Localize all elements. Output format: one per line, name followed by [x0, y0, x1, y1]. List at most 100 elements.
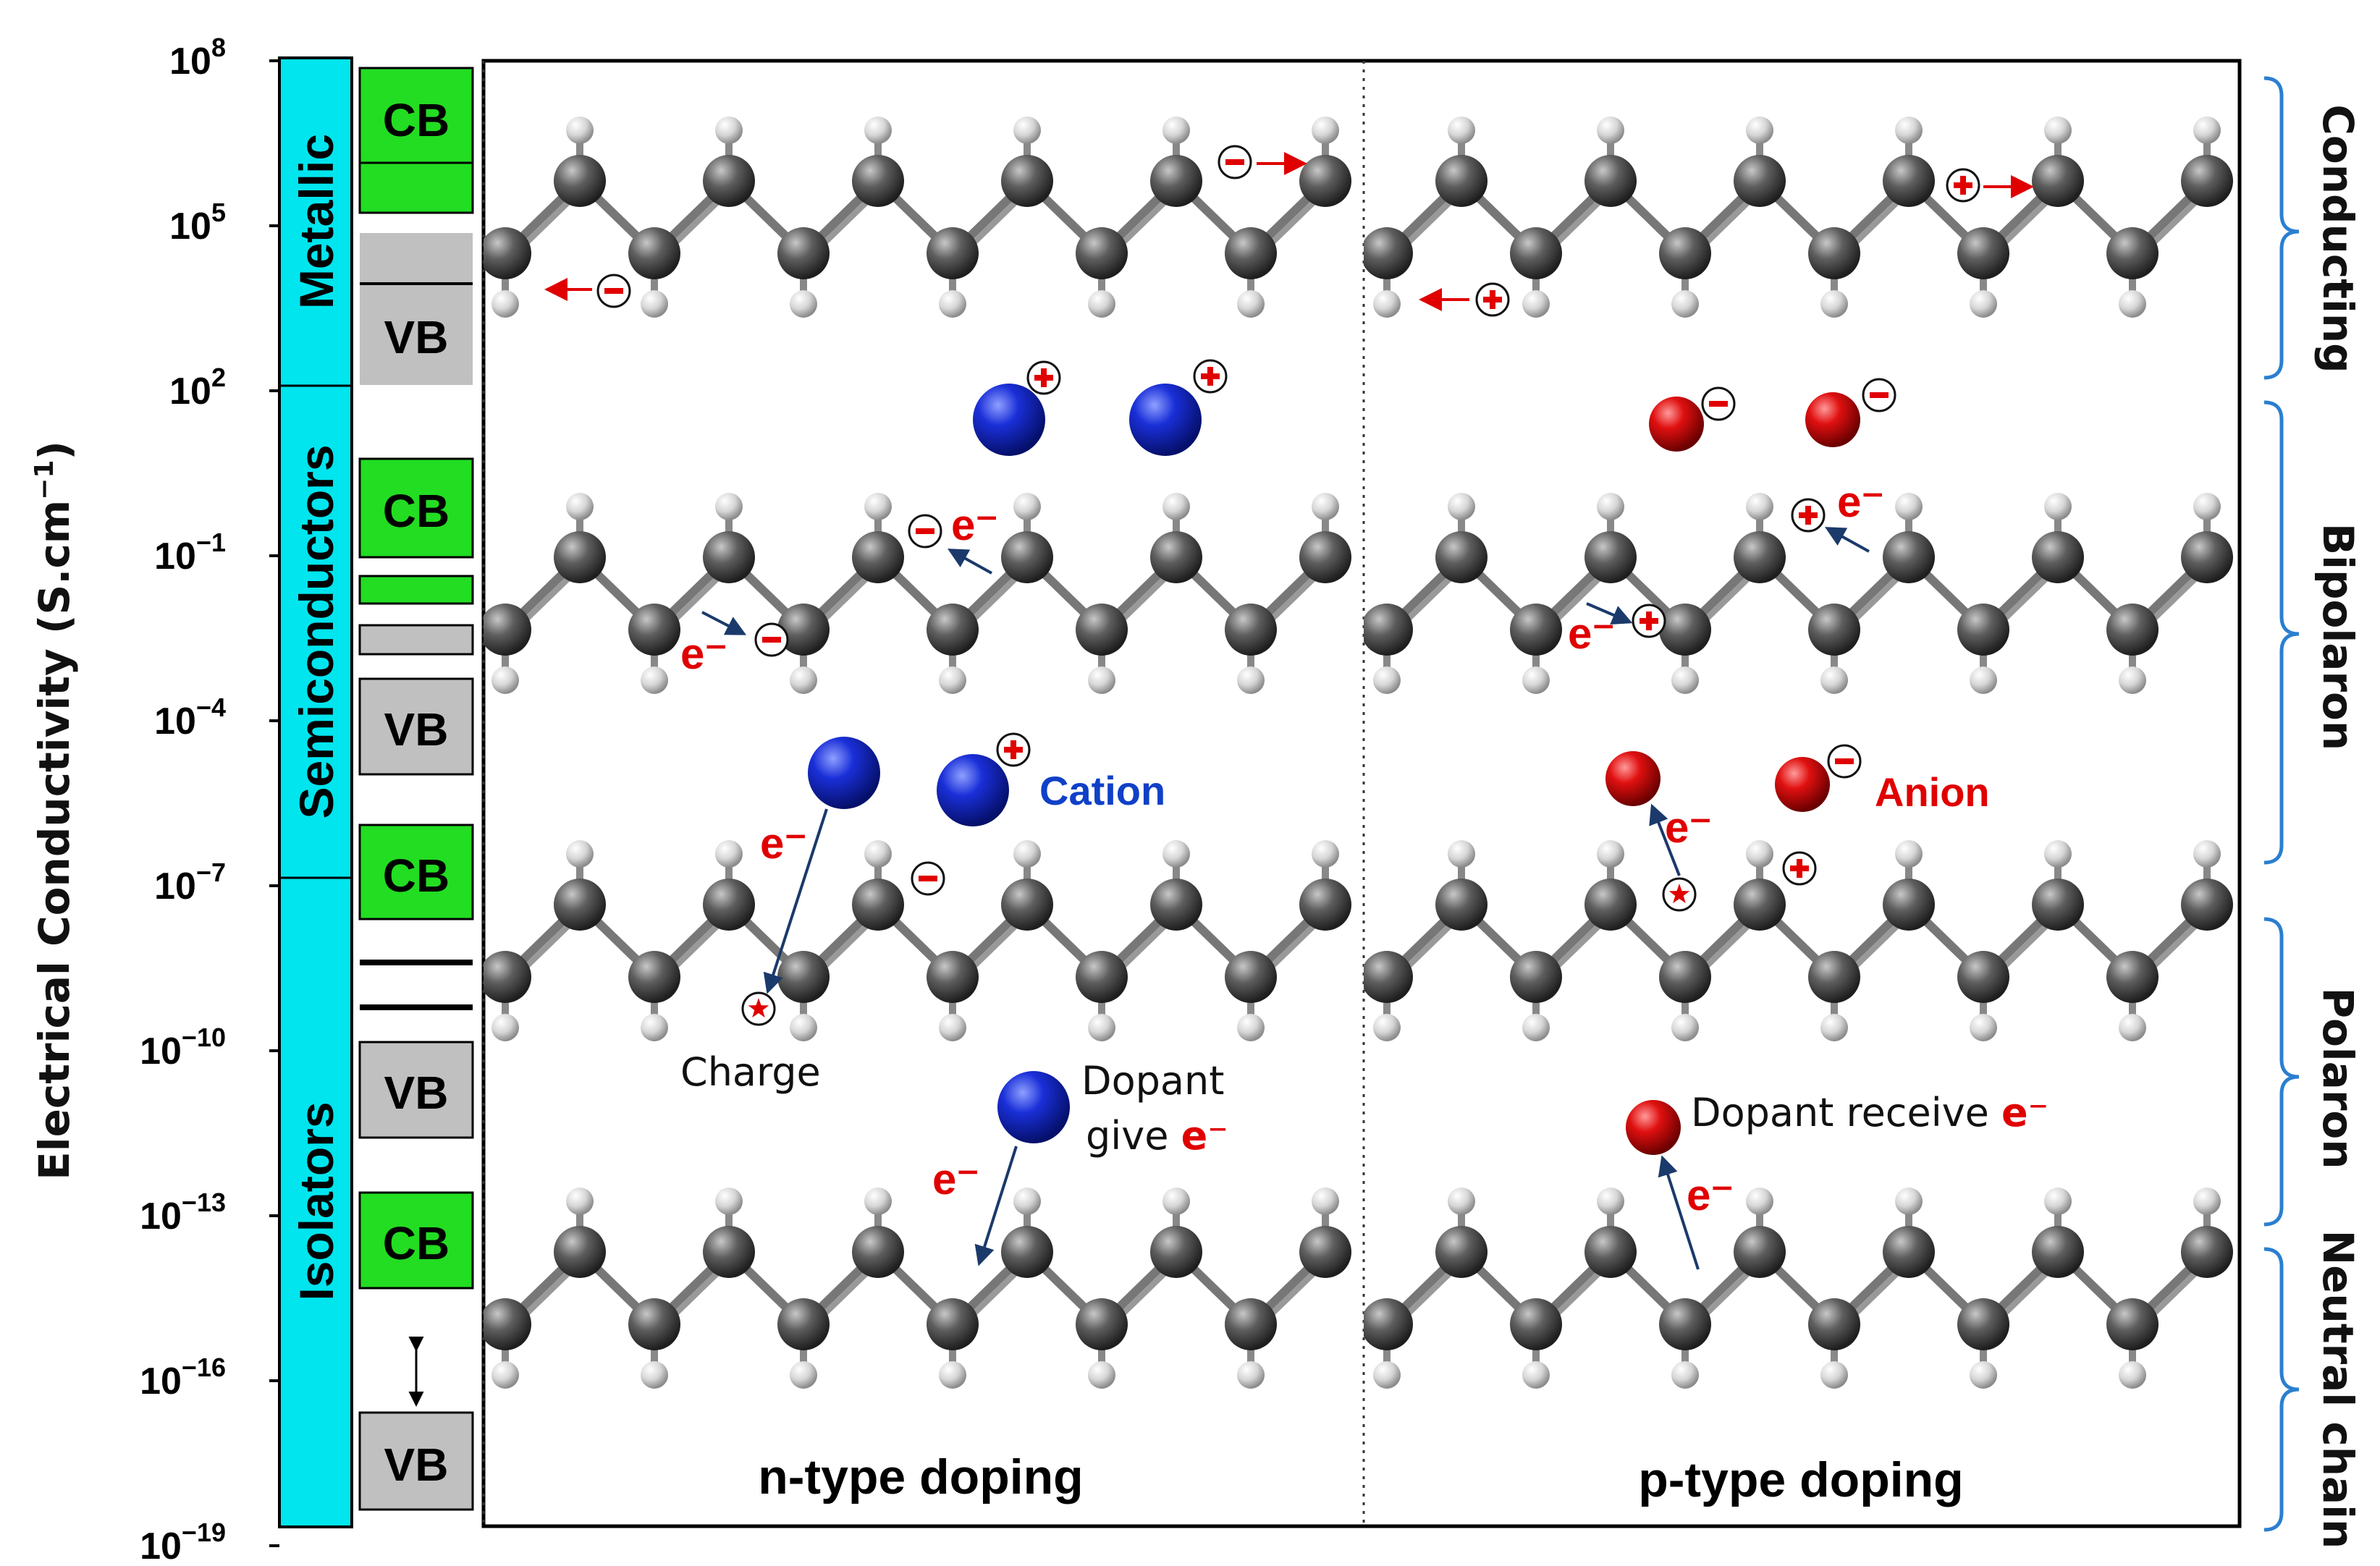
semi-cb-label: CB	[383, 485, 450, 537]
carbon-atom	[628, 604, 680, 656]
carbon-atom	[2181, 155, 2233, 207]
carbon-atom	[1435, 531, 1488, 583]
hydrogen-atom	[1895, 840, 1923, 868]
hydrogen-atom	[715, 493, 743, 520]
negative-charge	[1862, 378, 1896, 412]
carbon-atom	[2106, 604, 2159, 656]
positive-charge	[1946, 168, 1980, 203]
carbon-atom	[1659, 227, 1711, 279]
state-braces: Conducting Bipolaron Polaron Neutral cha…	[2263, 76, 2363, 1549]
carbon-atom	[1150, 879, 1202, 931]
carbon-atom	[1734, 155, 1786, 207]
hydrogen-atom	[566, 493, 594, 520]
hydrogen-atom	[641, 290, 668, 318]
hydrogen-atom	[491, 290, 519, 318]
negative-charge	[1827, 744, 1862, 779]
hydrogen-atom	[1820, 666, 1848, 694]
arrows	[544, 152, 2034, 1270]
hydrogen-atom	[1448, 1188, 1475, 1215]
carbon-atom	[554, 879, 606, 931]
hydrogen-atom	[566, 840, 594, 868]
electron-label: e⁻	[1837, 478, 1884, 526]
negative-charge	[1701, 386, 1736, 421]
carbon-atom	[852, 1226, 904, 1278]
hydrogen-atom	[1746, 117, 1773, 144]
metallic-vb-box	[360, 233, 473, 385]
carbon-atom	[1883, 531, 1935, 583]
polaron-vb-box	[358, 1041, 474, 1139]
carbon-atom	[1734, 1226, 1786, 1278]
insulator-vb-box	[358, 1411, 474, 1511]
carbon-atom	[1659, 604, 1711, 656]
carbon-atom	[1584, 155, 1637, 207]
hydrogen-atom	[1312, 117, 1339, 144]
carbon-atom	[2181, 879, 2233, 931]
hydrogen-atom	[1522, 1014, 1550, 1041]
carbon-atom	[1150, 1226, 1202, 1278]
carbon-atom	[2106, 1298, 2159, 1350]
carbon-atom	[927, 951, 979, 1003]
negative-charge	[911, 861, 945, 896]
carbon-atom	[927, 604, 979, 656]
polaron-label: Polaron	[2313, 987, 2363, 1169]
polaron-cb-box	[358, 824, 474, 920]
charge-star	[1662, 877, 1697, 912]
y-tick-label: 102	[169, 363, 226, 412]
positive-charge	[1026, 360, 1061, 395]
dopant-give-label: Dopant	[1081, 1058, 1224, 1104]
carbon-atom	[1510, 951, 1562, 1003]
hydrogen-atom	[1088, 666, 1115, 694]
anion-sphere	[1775, 757, 1830, 812]
carbon-atom	[1808, 951, 1860, 1003]
hydrogen-atom	[2193, 117, 2221, 144]
carbon-atom	[1584, 1226, 1637, 1278]
hydrogen-atom	[1522, 1361, 1550, 1389]
hydrogen-atom	[1448, 117, 1475, 144]
chain-bonds	[1383, 507, 2211, 680]
carbon-atom	[2032, 879, 2084, 931]
carbon-atom	[1659, 1298, 1711, 1350]
hydrogen-atom	[939, 290, 966, 318]
hydrogen-atom	[1746, 840, 1773, 868]
hydrogen-atom	[1237, 666, 1265, 694]
semi-cb-box	[358, 457, 474, 559]
carbon-atom	[1364, 227, 1413, 279]
hydrogen-atom	[2119, 290, 2146, 318]
carbon-atom	[1001, 155, 1053, 207]
y-tick-label: 10−13	[140, 1188, 226, 1237]
isolators-label: Isolators	[290, 1101, 343, 1300]
electron-transfer-arrow	[1649, 803, 1681, 876]
carbon-atom	[703, 1226, 755, 1278]
hydrogen-atom	[1895, 493, 1923, 520]
carbon-atom	[1510, 227, 1562, 279]
carbon-atom	[703, 531, 755, 583]
hydrogen-atom	[864, 1188, 892, 1215]
hydrogen-atom	[2044, 840, 2072, 868]
carbon-atom	[2106, 227, 2159, 279]
hydrogen-atom	[1448, 840, 1475, 868]
y-tick-label: 10−10	[140, 1023, 226, 1072]
electron-arrow	[1586, 602, 1633, 625]
carbon-atom	[1001, 1226, 1053, 1278]
hydrogen-atom	[1895, 1188, 1923, 1215]
hydrogen-atom	[939, 1014, 966, 1041]
carbon-atom	[1076, 227, 1128, 279]
hydrogen-atom	[715, 117, 743, 144]
hydrogen-atom	[1088, 1014, 1115, 1041]
hydrogen-atom	[2044, 493, 2072, 520]
carbon-atom	[1299, 531, 1351, 583]
carbon-atom	[554, 1226, 606, 1278]
hydrogen-atom	[790, 290, 817, 318]
insulator-cb-box	[358, 1191, 474, 1290]
carbon-atom	[703, 879, 755, 931]
hydrogen-atom	[1013, 493, 1041, 520]
hydrogen-atom	[1162, 493, 1190, 520]
carbon-atom	[1364, 1298, 1413, 1350]
carbon-atom	[628, 227, 680, 279]
electron-label: e⁻	[1568, 609, 1615, 658]
carbon-atom	[1957, 951, 2009, 1003]
hydrogen-atom	[1162, 840, 1190, 868]
carbon-atom	[1364, 604, 1413, 656]
negative-charge	[1218, 145, 1252, 179]
